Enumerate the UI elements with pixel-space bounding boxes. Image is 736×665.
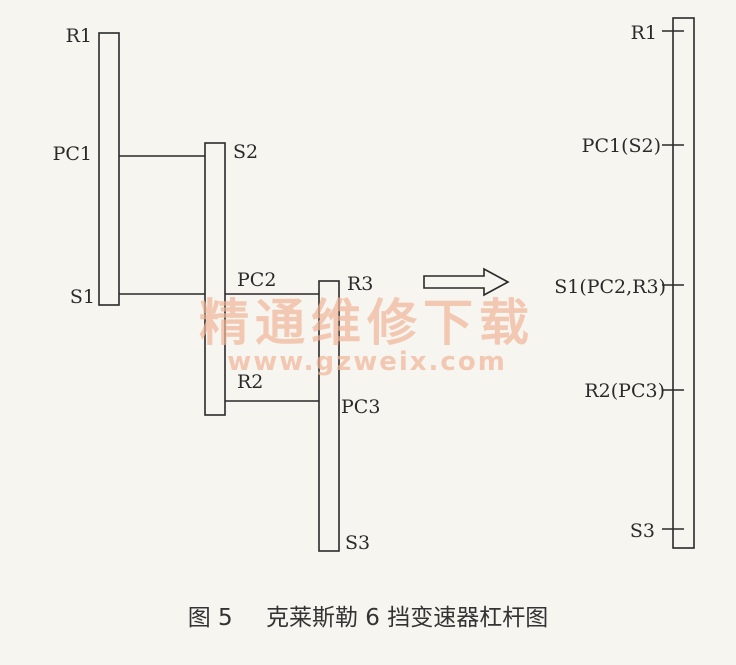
label-r3: R3 bbox=[347, 273, 373, 295]
label-pc2: PC2 bbox=[237, 269, 276, 291]
label-s3: S3 bbox=[345, 532, 370, 554]
watermark: 精通维修下载 www.gzweix.com bbox=[199, 294, 535, 377]
label-right-r2-pc3: R2(PC3) bbox=[584, 380, 665, 402]
lever-2 bbox=[204, 142, 226, 416]
label-r2: R2 bbox=[237, 371, 263, 393]
watermark-text: 精通维修下载 bbox=[199, 294, 535, 352]
label-right-r1: R1 bbox=[631, 22, 657, 44]
left-labels: R1 PC1 S1 S2 PC2 R2 R3 PC3 S3 bbox=[53, 25, 381, 554]
left-diagram bbox=[98, 32, 340, 552]
watermark-url: www.gzweix.com bbox=[227, 347, 507, 377]
label-r1: R1 bbox=[66, 25, 92, 47]
transform-arrow-icon bbox=[423, 267, 510, 297]
lever-diagram: R1 PC1 S1 S2 PC2 R2 R3 PC3 S3 R1 PC1(S2) bbox=[53, 17, 695, 554]
figure-caption: 图 5 克莱斯勒 6 挡变速器杠杆图 bbox=[0, 598, 736, 632]
label-s2: S2 bbox=[233, 141, 258, 163]
label-pc3: PC3 bbox=[341, 396, 380, 418]
figure-number: 图 5 bbox=[187, 605, 233, 631]
right-diagram bbox=[662, 17, 695, 549]
label-right-s3: S3 bbox=[630, 520, 655, 542]
lever-1 bbox=[98, 32, 120, 306]
label-s1: S1 bbox=[70, 286, 95, 308]
equivalent-lever bbox=[672, 17, 695, 549]
label-right-pc1-s2: PC1(S2) bbox=[582, 135, 661, 157]
lever-3 bbox=[318, 280, 340, 552]
right-labels: R1 PC1(S2) S1(PC2,R3) R2(PC3) S3 bbox=[554, 22, 666, 542]
label-pc1: PC1 bbox=[53, 143, 92, 165]
label-right-s1-pc2-r3: S1(PC2,R3) bbox=[554, 276, 666, 298]
figure-title: 克莱斯勒 6 挡变速器杠杆图 bbox=[266, 605, 549, 631]
